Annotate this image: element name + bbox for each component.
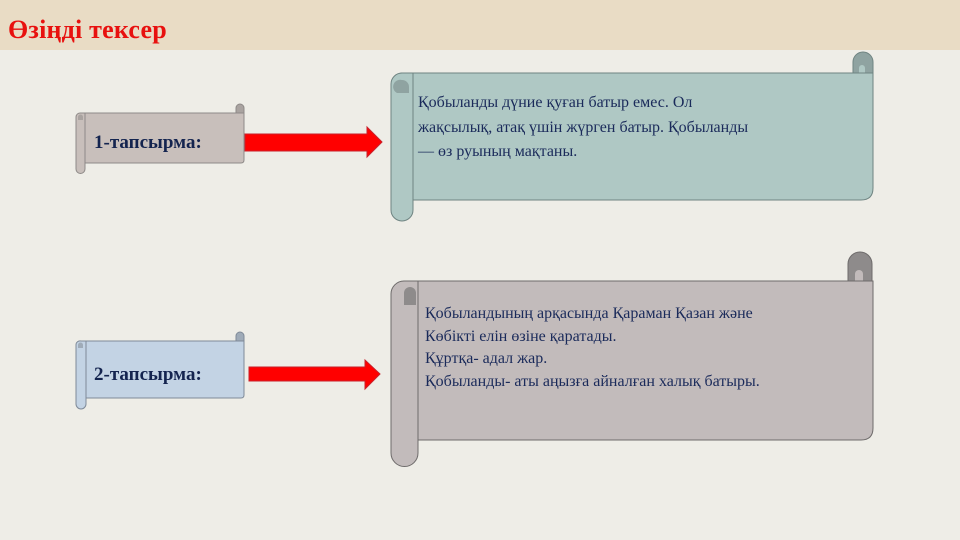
answer-line: Қобыланды- аты аңызға айналған халық бат… xyxy=(425,372,760,390)
answer-line: Қобыландының арқасында Қараман Қазан жән… xyxy=(425,305,753,322)
task-1-answer-text: Қобыланды дүние қуған батыр емес. Ол жақ… xyxy=(418,91,748,165)
task-2-answer-text: Қобыландының арқасында Қараман Қазан жән… xyxy=(425,303,760,393)
page-title: Өзіңді тексер xyxy=(8,15,167,44)
task-2-label: 2-тапсырма: xyxy=(94,364,202,385)
answer-line: Қобыланды дүние қуған батыр емес. Ол xyxy=(418,94,693,111)
answer-line: — өз руының мақтаны. xyxy=(418,143,578,160)
answer-line: жақсылық, атақ үшін жүрген батыр. Қобыла… xyxy=(418,118,749,136)
title-bar xyxy=(0,0,960,50)
answer-line: Құртқа- адал жар. xyxy=(425,350,548,367)
task-1-label: 1-тапсырма: xyxy=(94,132,202,153)
answer-line: Көбікті елін өзіне қаратады. xyxy=(425,327,617,345)
